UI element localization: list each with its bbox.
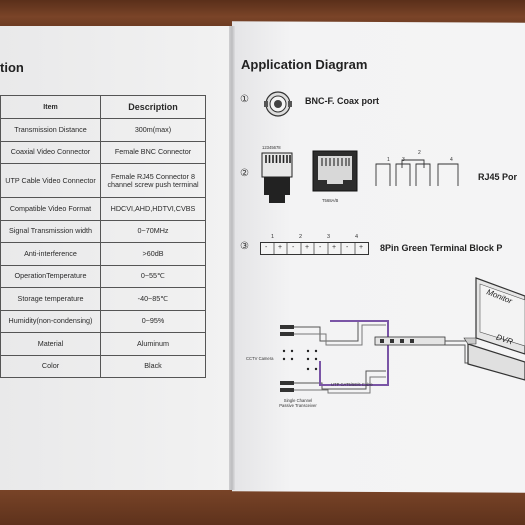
terminal-number-1: 1: [271, 234, 275, 240]
terminal-sign-7: -: [346, 244, 349, 251]
description-cell: Female BNC Connector: [100, 140, 206, 164]
bnc-port-icon: [264, 91, 292, 117]
header-description: Description: [100, 95, 206, 119]
description-cell: 0~70MHz: [100, 219, 206, 243]
item-cell: Signal Transmission width: [0, 219, 101, 243]
item-cell: Transmission Distance: [0, 118, 101, 142]
pair-number-4: 4: [450, 157, 453, 163]
terminal-number-3: 3: [327, 234, 331, 240]
rj45-socket-icon: [312, 150, 358, 192]
utp-cable-label: UTP CAT5/5E/6 Cable: [331, 382, 373, 387]
application-diagram-title: Application Diagram: [241, 57, 368, 72]
terminal-sign-3: -: [292, 244, 295, 251]
rj45-plug-icon: [261, 152, 293, 203]
item-cell: Coaxial Video Connector: [0, 140, 101, 164]
item-cell: Color: [0, 354, 101, 378]
table-row: Humidity(non-condensing)0~95%: [0, 309, 206, 333]
rj45-pin-numbers: 12345678: [262, 145, 281, 150]
pair-number-2: 2: [418, 150, 421, 156]
description-cell: Black: [100, 354, 206, 378]
monitor-dvr-illustration: [463, 277, 525, 381]
description-cell: -40~85℃: [100, 287, 206, 311]
rj45-port-label: RJ45 Por: [478, 172, 518, 182]
item-number-2: ②: [240, 168, 249, 179]
connection-diagram: [280, 320, 480, 394]
terminal-sign-2: +: [278, 244, 283, 251]
cctv-camera-label: CCTV Camera: [246, 356, 274, 361]
item-cell: OperationTemperature: [0, 264, 101, 288]
rj45-socket-label: T568A/B: [322, 198, 339, 203]
item-cell: Humidity(non-condensing): [0, 309, 101, 333]
rj45-pair-wiring-diagram: [375, 159, 459, 186]
description-cell: 0~55℃: [100, 264, 206, 288]
description-cell: 0~95%: [100, 309, 206, 333]
item-number-3: ③: [240, 241, 249, 252]
terminal-sign-8: +: [359, 244, 364, 251]
table-row: Anti-interference>60dB: [0, 242, 206, 266]
terminal-block-label: 8Pin Green Terminal Block P: [380, 243, 503, 253]
table-row: Storage temperature-40~85℃: [0, 287, 206, 311]
item-cell: Compatible Video Format: [0, 197, 101, 221]
item-cell: Storage temperature: [0, 287, 101, 311]
terminal-block-icon: [260, 242, 369, 255]
description-cell: >60dB: [100, 242, 206, 266]
description-cell: HDCVI,AHD,HDTVI,CVBS: [100, 197, 206, 221]
left-page-title: tion: [0, 60, 24, 75]
bnc-port-label: BNC-F. Coax port: [305, 96, 379, 106]
description-cell: 300m(max): [100, 118, 206, 142]
item-cell: UTP Cable Video Connector: [0, 163, 101, 198]
terminal-sign-5: -: [319, 244, 322, 251]
description-cell: Aluminum: [100, 332, 206, 356]
terminal-sign-6: +: [332, 244, 337, 251]
terminal-number-4: 4: [355, 234, 359, 240]
terminal-number-2: 2: [299, 234, 303, 240]
transceiver-label: Single Channel Passive Transceiver: [279, 398, 317, 409]
terminal-sign-1: -: [265, 244, 268, 251]
header-item: Item: [0, 95, 101, 119]
terminal-sign-4: +: [305, 244, 310, 251]
item-number-1: ①: [240, 94, 249, 105]
description-cell: Female RJ45 Connector 8 channel screw pu…: [100, 163, 206, 198]
pair-number-1: 1: [387, 157, 390, 163]
item-cell: Material: [0, 332, 101, 356]
item-cell: Anti-interference: [0, 242, 101, 266]
page-fold: [229, 26, 235, 490]
spec-table-header: Item Description: [0, 95, 206, 119]
